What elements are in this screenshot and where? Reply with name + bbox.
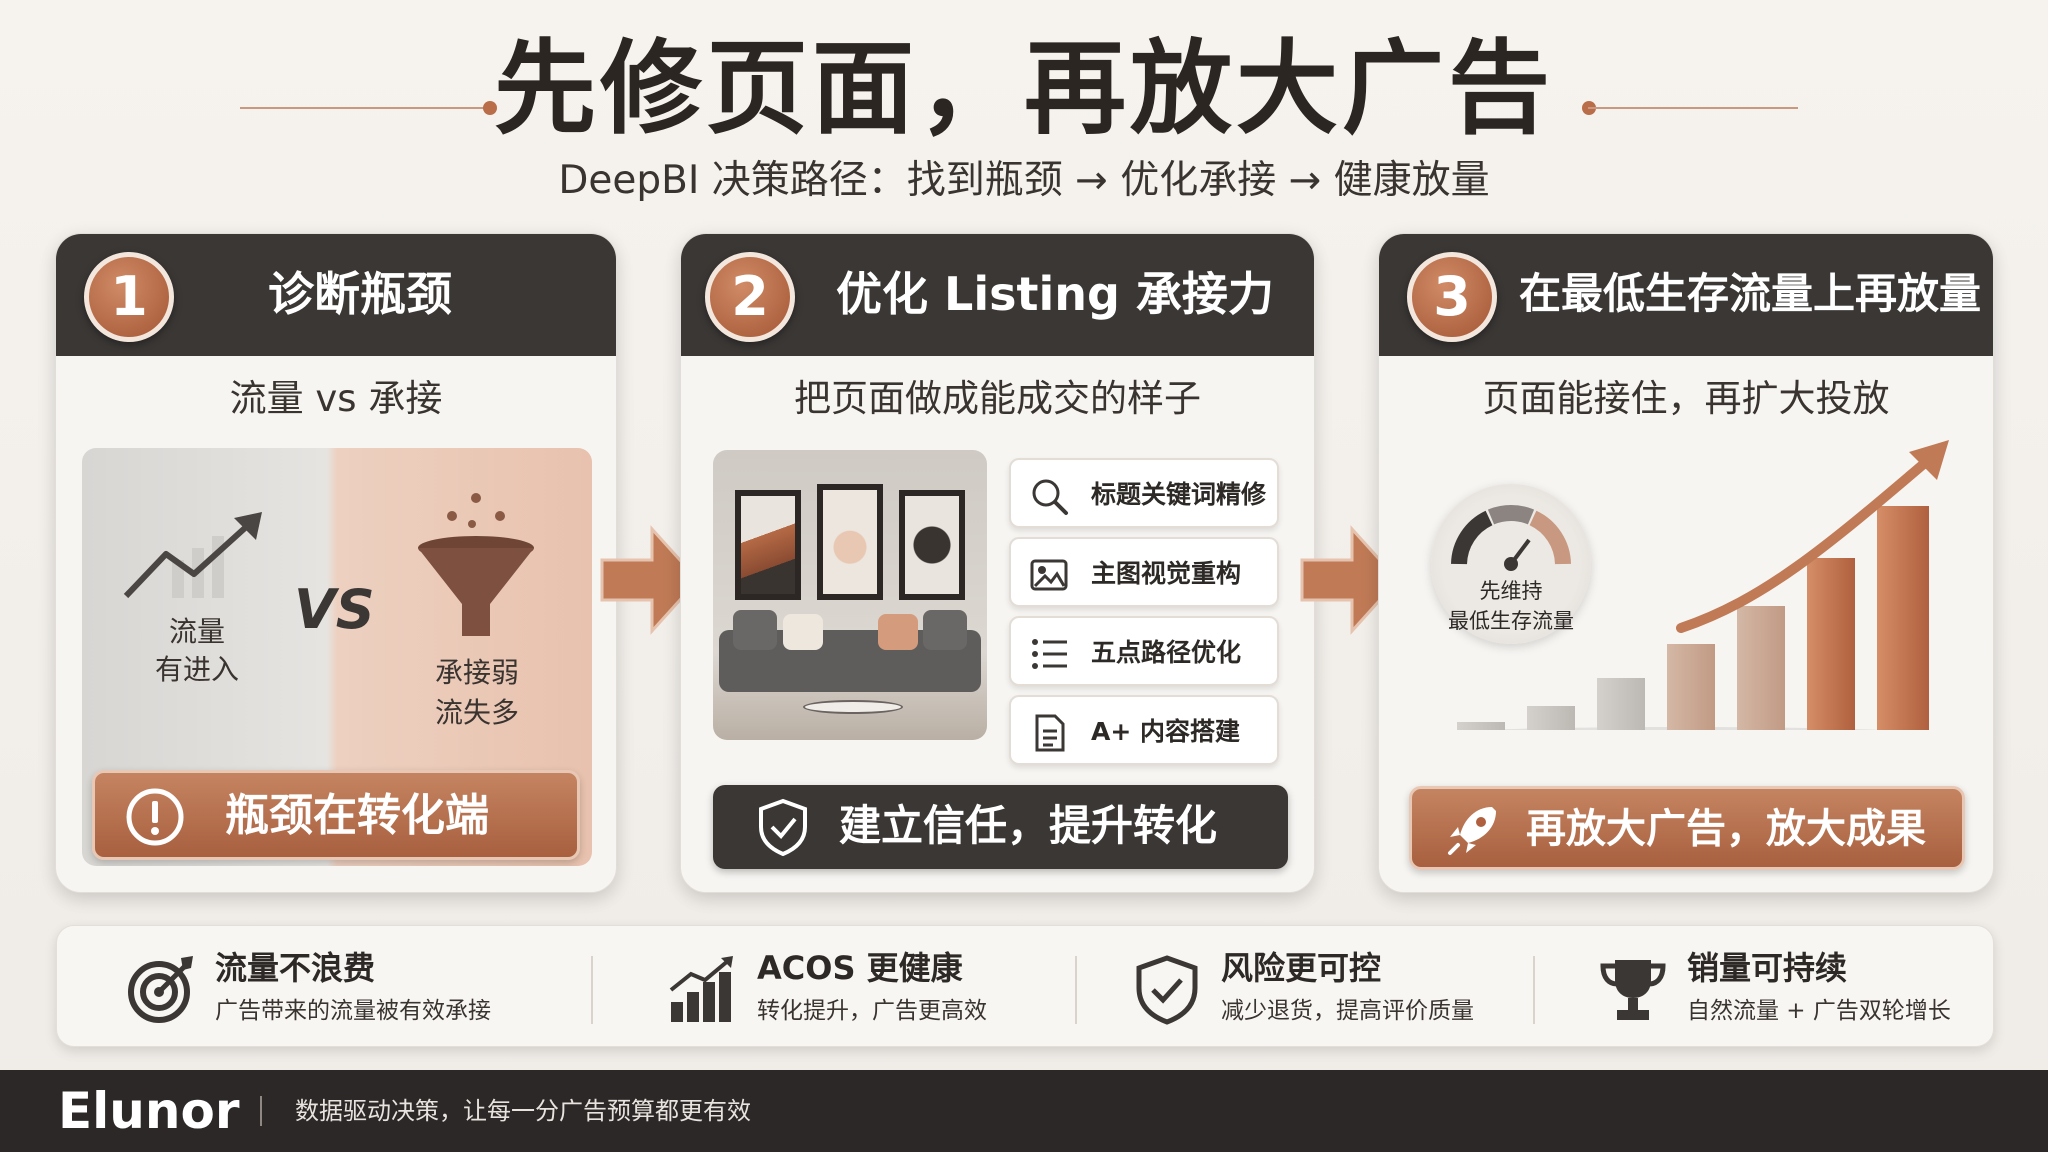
optimization-item-title: 标题关键词精修 <box>1009 458 1279 528</box>
benefits-bar: 流量不浪费 广告带来的流量被有效承接 ACOS 更健康 转化提升，广告更高效 风… <box>56 925 1994 1047</box>
scale-up-banner: 再放大广告，放大成果 <box>1409 786 1965 870</box>
step-title-1: 诊断瓶颈 <box>268 267 452 321</box>
step-card-2: 2 优化 Listing 承接力 把页面做成能成交的样子 标题关键词精修 主图视… <box>680 233 1315 893</box>
gauge-label-1: 先维持 <box>1479 579 1543 603</box>
step-number-1: 1 <box>84 252 174 342</box>
artwork-frame-3 <box>899 490 965 600</box>
benefit-desc: 自然流量 + 广告双轮增长 <box>1687 998 1951 1024</box>
growth-chart <box>1457 440 1949 730</box>
arrow-right-icon <box>600 525 700 635</box>
growth-bar-5 <box>1737 606 1785 730</box>
traffic-desc: 有进入 <box>154 653 239 686</box>
title-decor-dot-left <box>483 101 497 115</box>
list-icon <box>1032 639 1067 669</box>
trust-banner: 建立信任，提升转化 <box>713 785 1288 869</box>
divider <box>1533 956 1535 1024</box>
step-number-3: 3 <box>1407 252 1497 342</box>
bar-chart-icon <box>669 956 733 1022</box>
growth-bar-4 <box>1667 644 1715 730</box>
optimization-item-label: 主图视觉重构 <box>1091 559 1242 588</box>
image-icon <box>1030 559 1068 591</box>
trophy-icon <box>1600 960 1666 1020</box>
trust-banner-text: 建立信任，提升转化 <box>839 801 1218 850</box>
vs-label: VS <box>294 578 375 641</box>
step-number-2: 2 <box>705 252 795 342</box>
artwork-frame-1 <box>735 490 801 600</box>
target-icon <box>128 956 193 1023</box>
bottleneck-banner-text: 瓶颈在转化端 <box>225 790 489 841</box>
footer-divider <box>260 1096 262 1126</box>
living-room-image <box>713 450 987 740</box>
step-subtitle-2: 把页面做成能成交的样子 <box>794 377 1201 420</box>
search-icon <box>1032 479 1068 515</box>
footer-slogan: 数据驱动决策，让每一分广告预算都更有效 <box>295 1097 751 1125</box>
shield-check-icon <box>759 798 807 857</box>
step-subtitle-1: 流量 vs 承接 <box>229 377 443 420</box>
coffee-table <box>803 700 903 714</box>
bottleneck-banner: 瓶颈在转化端 <box>92 770 580 860</box>
benefit-desc: 转化提升，广告更高效 <box>757 998 987 1024</box>
title-decor-line-right <box>1588 107 1798 109</box>
step-header-2: 2 优化 Listing 承接力 <box>681 234 1314 356</box>
benefit-desc: 减少退货，提高评价质量 <box>1221 998 1474 1024</box>
brand-logo: Elunor <box>58 1082 240 1140</box>
rocket-icon <box>1448 807 1496 855</box>
funnel-icon <box>418 493 534 636</box>
survival-gauge: 先维持 最低生存流量 <box>1431 484 1591 644</box>
benefit-title: 销量可持续 <box>1687 949 1848 987</box>
growth-bar-3 <box>1597 678 1645 730</box>
step-card-3: 3 在最低生存流量上再放量 页面能接住，再扩大投放 先维持 最低生存流量 <box>1378 233 1994 893</box>
gauge-icon <box>1451 505 1571 571</box>
trend-up-icon <box>123 512 262 599</box>
scale-up-banner-text: 再放大广告，放大成果 <box>1526 806 1926 852</box>
growth-bar-7 <box>1877 506 1929 730</box>
optimization-item-image: 主图视觉重构 <box>1009 537 1279 607</box>
step-subtitle-3: 页面能接住，再扩大投放 <box>1482 377 1890 420</box>
footer: Elunor 数据驱动决策，让每一分广告预算都更有效 <box>0 1070 2048 1152</box>
conversion-label: 承接弱 <box>434 656 519 689</box>
title-decor-line-left <box>240 107 490 109</box>
divider <box>591 956 593 1024</box>
diagnosis-panel: 流量 有进入 VS 承接弱 流失多 瓶颈在转化端 <box>82 448 592 866</box>
optimization-item-label: 五点路径优化 <box>1091 638 1242 667</box>
step-header-1: 1 诊断瓶颈 <box>56 234 616 356</box>
benefit-title: 风险更可控 <box>1221 949 1382 987</box>
step-header-3: 3 在最低生存流量上再放量 <box>1379 234 1993 356</box>
benefit-desc: 广告带来的流量被有效承接 <box>215 998 491 1024</box>
benefit-title: ACOS 更健康 <box>757 949 963 987</box>
benefit-title: 流量不浪费 <box>215 949 376 987</box>
document-icon <box>1035 714 1065 752</box>
growth-bar-6 <box>1807 558 1855 730</box>
optimization-item-label: A+ 内容搭建 <box>1091 717 1240 746</box>
growth-bar-2 <box>1527 706 1575 730</box>
arrow-right-icon <box>1300 525 1400 635</box>
step-card-1: 1 诊断瓶颈 流量 vs 承接 流量 有进入 VS 承接弱 流失多 <box>55 233 617 893</box>
shield-check-icon <box>1136 955 1198 1025</box>
growth-bar-1 <box>1457 722 1505 730</box>
optimization-item-aplus: A+ 内容搭建 <box>1009 695 1279 765</box>
gauge-label-2: 最低生存流量 <box>1448 609 1574 633</box>
page-title: 先修页面，再放大广告 <box>494 30 1554 149</box>
artwork-frame-2 <box>817 484 883 600</box>
conversion-desc: 流失多 <box>434 696 519 729</box>
traffic-label: 流量 <box>168 615 225 648</box>
alert-icon <box>126 788 184 846</box>
optimization-item-bullets: 五点路径优化 <box>1009 616 1279 686</box>
step-title-3: 在最低生存流量上再放量 <box>1519 269 1982 318</box>
step-title-2: 优化 Listing 承接力 <box>836 267 1274 321</box>
divider <box>1075 956 1077 1024</box>
page-subtitle: DeepBI 决策路径：找到瓶颈 → 优化承接 → 健康放量 <box>558 158 1490 203</box>
optimization-item-label: 标题关键词精修 <box>1091 480 1267 509</box>
